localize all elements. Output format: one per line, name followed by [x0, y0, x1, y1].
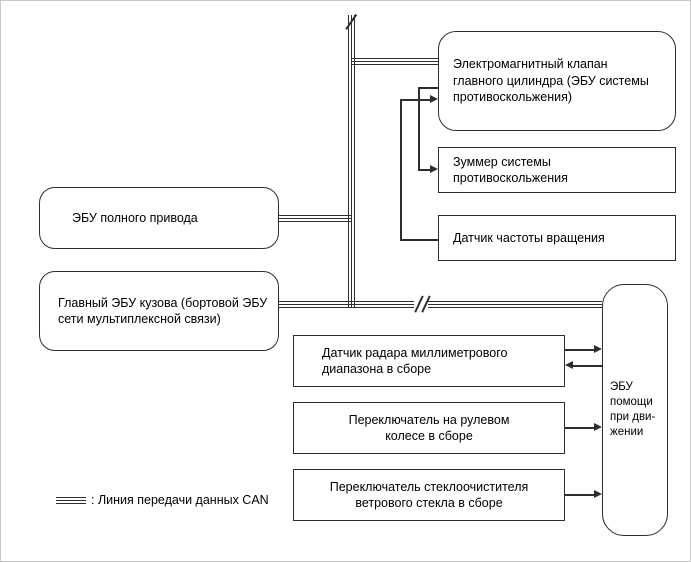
- wire-radar-to-ecu: [565, 349, 595, 351]
- node-driving-assist-ecu-box: ЭБУ помощи при дви-жении: [602, 284, 668, 536]
- legend-label: : Линия передачи данных CAN: [91, 493, 269, 507]
- can-main-horizontal-line: [279, 301, 602, 308]
- arrow-into-buzzer-icon: [430, 165, 438, 173]
- node-steering-switch-box: Переключатель на рулевом колесе в сборе: [293, 402, 565, 454]
- wire-solenoid-buzzer: [418, 87, 438, 89]
- can-branch-solenoid: [352, 58, 438, 65]
- node-awd-ecu-label: ЭБУ полного привода: [72, 210, 198, 225]
- wire-solenoid-buzzer: [418, 87, 420, 170]
- node-buzzer-box: Зуммер системы противоскольжения: [438, 147, 676, 193]
- wire-speed-sensor-solenoid: [400, 99, 402, 240]
- arrow-into-assist-ecu-icon: [594, 423, 602, 431]
- node-awd-ecu-box: ЭБУ полного привода: [39, 187, 279, 249]
- node-solenoid-label: Электромагнитный клапан главного цилиндр…: [453, 57, 649, 105]
- node-wiper-switch-box: Переключатель стеклоочистителя ветрового…: [293, 469, 565, 521]
- wire-speed-sensor-solenoid: [400, 239, 438, 241]
- wire-ecu-to-radar: [573, 365, 602, 367]
- wire-wiper-to-ecu: [565, 494, 595, 496]
- node-speed-sensor-label: Датчик частоты вращения: [453, 230, 605, 245]
- wire-steering-to-ecu: [565, 427, 595, 429]
- arrow-into-assist-ecu-icon: [594, 490, 602, 498]
- arrow-into-solenoid-icon: [430, 95, 438, 103]
- node-steering-switch-label: Переключатель на рулевом колесе в сборе: [348, 412, 510, 444]
- legend-can-line-icon: [56, 497, 86, 504]
- node-wiper-switch-label: Переключатель стеклоочистителя ветрового…: [329, 479, 529, 511]
- arrow-into-radar-icon: [565, 361, 573, 369]
- node-buzzer-label: Зуммер системы противоскольжения: [453, 154, 568, 186]
- node-solenoid-box: Электромагнитный клапан главного цилиндр…: [438, 31, 676, 131]
- can-bus-vertical-line: [348, 15, 355, 307]
- node-speed-sensor-box: Датчик частоты вращения: [438, 215, 676, 261]
- can-branch-awd-ecu: [279, 215, 351, 222]
- wire-solenoid-buzzer: [418, 169, 432, 171]
- arrow-into-assist-ecu-icon: [594, 345, 602, 353]
- wire-speed-sensor-solenoid: [400, 99, 430, 101]
- node-main-body-ecu-label: Главный ЭБУ кузова (бортовой ЭБУ сети му…: [58, 295, 268, 327]
- node-radar-sensor-label: Датчик радара миллиметрового диапазона в…: [322, 345, 508, 377]
- node-driving-assist-ecu-label: ЭБУ помощи при дви-жении: [610, 380, 656, 439]
- node-radar-sensor-box: Датчик радара миллиметрового диапазона в…: [293, 335, 565, 387]
- node-main-body-ecu-box: Главный ЭБУ кузова (бортовой ЭБУ сети му…: [39, 271, 279, 351]
